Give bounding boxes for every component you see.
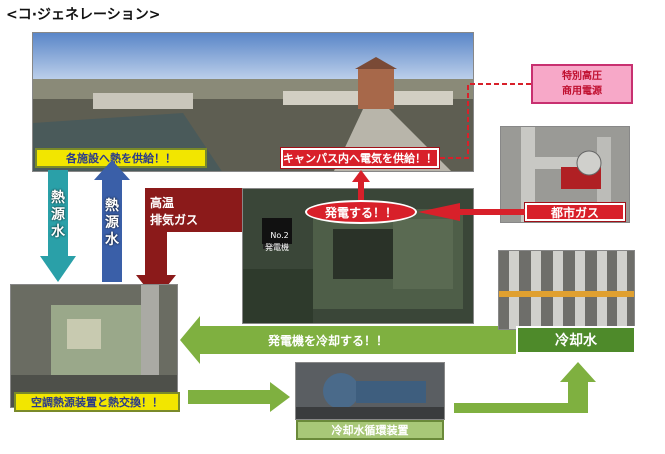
heat-water-label-left: 熱 源 水 — [51, 190, 65, 240]
pump-label: 冷却水循環装置 — [296, 420, 444, 440]
city-gas-label: 都市ガス — [524, 202, 626, 222]
heat-water-up-arrow — [94, 160, 130, 282]
hvac-image — [11, 285, 177, 407]
pump-image — [296, 363, 444, 419]
pump-photo — [295, 362, 445, 420]
to-pump-arrow — [188, 382, 290, 412]
generator-plate: No.2 発電機 — [262, 218, 292, 252]
page-title: <コ·ジェネレーション> — [6, 7, 161, 23]
special-hv-dashed-line — [440, 83, 531, 159]
heat-exchange-label: 空調熱源装置と熱交換！！ — [14, 392, 180, 412]
exhaust-gas-label: 高温 排気ガス — [150, 196, 199, 227]
city-gas-arrow — [418, 203, 525, 221]
hvac-photo — [10, 284, 178, 408]
special-high-voltage-label: 特別高圧 商用電源 — [531, 64, 633, 104]
special-high-voltage-text: 特別高圧 商用電源 — [562, 71, 602, 97]
power-supply-arrow — [352, 170, 370, 200]
cooling-pipes-photo — [498, 250, 635, 330]
cooling-water-label: 冷却水 — [516, 326, 636, 354]
to-cooling-water-arrow — [454, 362, 596, 413]
heat-water-label-right: 熱 源 水 — [105, 198, 119, 248]
cool-generator-arrow — [180, 316, 516, 364]
generate-label: 発電する！！ — [305, 200, 417, 224]
supply-heat-label: 各施設へ熱を供給！！ — [35, 148, 207, 168]
cool-generator-label: 発電機を冷却する！！ — [268, 334, 389, 348]
exhaust-gas-arrow — [136, 188, 242, 300]
generator-plate-text: No.2 発電機 — [265, 231, 289, 252]
heat-water-down-arrow — [40, 170, 76, 282]
supply-power-label: キャンパス内へ電気を供給！！ — [280, 147, 440, 169]
cooling-pipes-image — [499, 251, 634, 329]
